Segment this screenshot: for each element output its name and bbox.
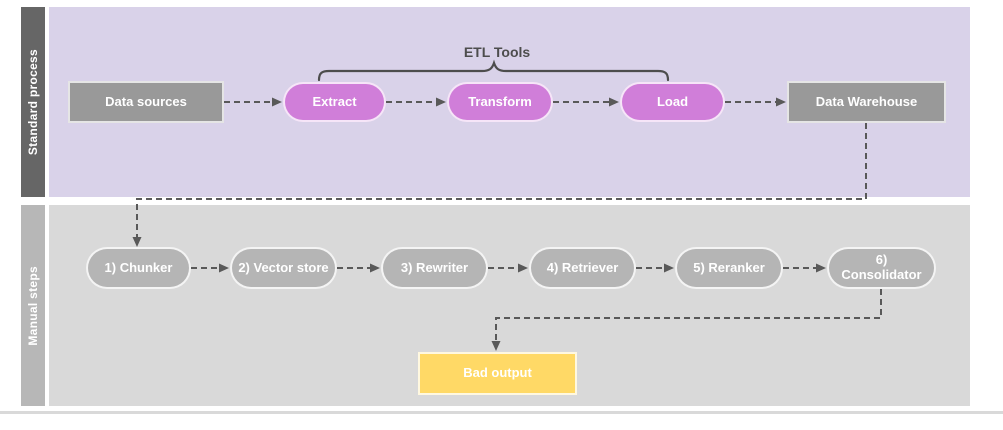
node-load[interactable]: Load — [620, 82, 725, 122]
node-data-sources[interactable]: Data sources — [68, 81, 224, 123]
node-bad-output[interactable]: Bad output — [418, 352, 577, 395]
lane-bar-manual-steps: Manual steps — [21, 205, 45, 406]
node-extract[interactable]: Extract — [283, 82, 386, 122]
lane-label-manual-steps: Manual steps — [26, 265, 40, 346]
node-transform[interactable]: Transform — [447, 82, 553, 122]
lane-label-standard-process: Standard process — [26, 48, 40, 156]
node-consolidator[interactable]: 6) Consolidator — [827, 247, 936, 289]
page-bottom-divider — [0, 411, 1003, 414]
node-vector-store[interactable]: 2) Vector store — [230, 247, 337, 289]
node-reranker[interactable]: 5) Reranker — [675, 247, 783, 289]
lane-bar-standard-process: Standard process — [21, 7, 45, 197]
node-data-warehouse[interactable]: Data Warehouse — [787, 81, 946, 123]
node-chunker[interactable]: 1) Chunker — [86, 247, 191, 289]
node-rewriter[interactable]: 3) Rewriter — [381, 247, 488, 289]
etl-tools-group-label: ETL Tools — [463, 44, 531, 60]
node-retriever[interactable]: 4) Retriever — [529, 247, 636, 289]
